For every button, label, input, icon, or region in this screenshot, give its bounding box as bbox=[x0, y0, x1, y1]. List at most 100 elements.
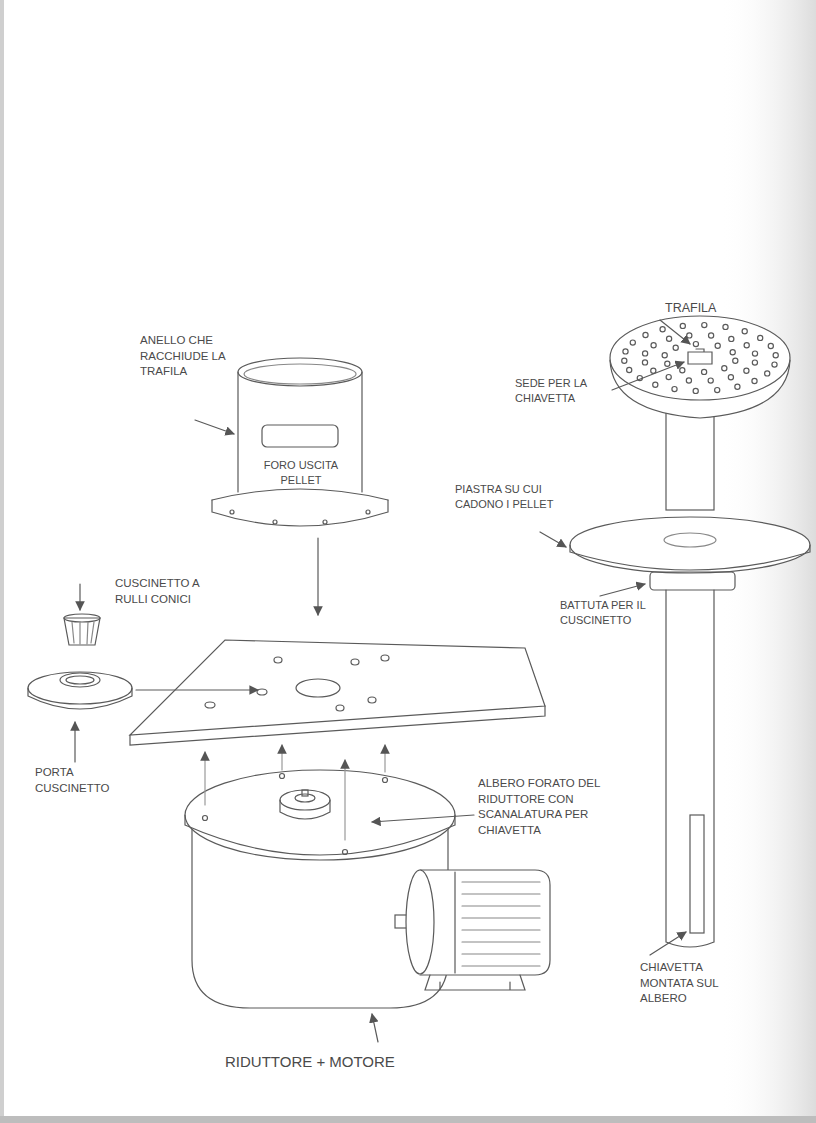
ring-top bbox=[238, 358, 362, 386]
ring-inner bbox=[244, 364, 356, 384]
die-hole bbox=[752, 360, 757, 365]
bolt-hole bbox=[383, 778, 388, 783]
bearing-holder bbox=[28, 672, 132, 704]
bolt-hole bbox=[203, 816, 208, 821]
assembly-arrow bbox=[384, 745, 385, 772]
die-hole bbox=[744, 343, 749, 348]
plate-hub bbox=[664, 533, 716, 547]
die-hole bbox=[693, 342, 698, 347]
leader-arrow bbox=[540, 532, 566, 547]
plate-hole bbox=[205, 702, 215, 708]
part-label: CHIAVETTA MONTATA SUL ALBERO bbox=[640, 960, 745, 1007]
key bbox=[690, 815, 704, 933]
key-seat bbox=[688, 349, 712, 364]
hollow-shaft-side bbox=[280, 800, 330, 819]
scan-edge bbox=[0, 0, 4, 1123]
die-hole bbox=[722, 366, 727, 371]
cooling-fins bbox=[462, 882, 540, 966]
bolt-hole bbox=[323, 520, 327, 524]
die-hole bbox=[752, 378, 757, 383]
die-hole bbox=[630, 340, 635, 345]
hollow-shaft bbox=[280, 790, 330, 810]
shaft bbox=[666, 590, 714, 947]
die-hole bbox=[772, 362, 777, 367]
base-plate-edge bbox=[130, 706, 545, 745]
die-hole bbox=[693, 388, 698, 393]
pellet-plate bbox=[570, 517, 810, 573]
die-hole bbox=[702, 369, 707, 374]
motor-feet bbox=[425, 975, 525, 990]
die-hole bbox=[758, 335, 763, 340]
bolt-hole bbox=[280, 774, 285, 779]
die-hole bbox=[765, 371, 770, 376]
die-hole bbox=[708, 378, 713, 383]
shaft-bore bbox=[295, 794, 315, 802]
die-hole bbox=[709, 333, 714, 338]
part-label: SEDE PER LA CHIAVETTA bbox=[515, 376, 615, 406]
assembly-arrow bbox=[281, 745, 282, 770]
leader-arrow bbox=[650, 932, 686, 955]
part-label: BATTUTA PER IL CUSCINETTO bbox=[560, 598, 650, 628]
pellet-window bbox=[262, 425, 338, 447]
assembly-arrow bbox=[317, 538, 318, 615]
motor-band bbox=[454, 872, 455, 973]
die-hole bbox=[673, 345, 678, 350]
part-label: CUSCINETTO A RULLI CONICI bbox=[115, 576, 215, 607]
assembly-arrow bbox=[344, 760, 345, 840]
leader-arrow bbox=[79, 584, 80, 610]
bearing-holder-edge bbox=[28, 688, 132, 709]
bearing-seat bbox=[60, 673, 100, 687]
pellet-plate-edge bbox=[570, 545, 810, 570]
die-hole bbox=[623, 349, 628, 354]
die-hole bbox=[627, 367, 632, 372]
leader-arrow bbox=[600, 584, 645, 596]
die-hole bbox=[702, 323, 707, 328]
die-hole bbox=[735, 384, 740, 389]
die-hole bbox=[768, 343, 773, 348]
leader-arrow bbox=[372, 815, 474, 822]
part-label: RIDUTTORE + MOTORE bbox=[225, 1052, 395, 1072]
die-hole bbox=[680, 323, 685, 328]
bearing-top bbox=[64, 614, 100, 622]
plate-hole bbox=[274, 657, 282, 663]
die-hole bbox=[660, 327, 665, 332]
die-hole bbox=[666, 375, 671, 380]
plate-hole bbox=[368, 697, 376, 703]
plate-hole bbox=[296, 679, 340, 697]
die-hole bbox=[752, 351, 757, 356]
bearing-seat bbox=[66, 676, 94, 684]
part-label: FORO USCITA PELLET bbox=[255, 458, 347, 488]
plate-hole bbox=[381, 655, 389, 661]
scan-edge bbox=[0, 1116, 816, 1123]
bolt-hole bbox=[366, 510, 370, 514]
die-hole bbox=[622, 358, 627, 363]
die-hole bbox=[687, 333, 692, 338]
gearbox-flange-edge bbox=[185, 815, 455, 855]
motor-face bbox=[406, 870, 434, 974]
pencil-group bbox=[28, 316, 810, 1042]
flange-edge bbox=[212, 500, 388, 526]
leader-arrow bbox=[372, 1014, 378, 1042]
die-hole bbox=[723, 324, 728, 329]
assembly-arrow bbox=[204, 752, 205, 805]
die-hole bbox=[653, 382, 658, 387]
die-hole bbox=[651, 343, 656, 348]
plate-hole bbox=[336, 705, 344, 711]
bearing-shoulder bbox=[650, 572, 735, 590]
die-hole bbox=[715, 388, 720, 393]
die-hole bbox=[742, 329, 747, 334]
bolt-hole bbox=[230, 510, 234, 514]
leader-arrow bbox=[612, 362, 684, 390]
bearing-rollers bbox=[72, 622, 94, 644]
part-label: PIASTRA SU CUI CADONO I PELLET bbox=[455, 482, 555, 512]
die-hole bbox=[733, 358, 738, 363]
motor-body bbox=[420, 870, 550, 975]
die-hole bbox=[730, 350, 735, 355]
part-label: ALBERO FORATO DEL RIDUTTORE CON SCANALAT… bbox=[478, 776, 613, 838]
die-hole bbox=[662, 353, 667, 358]
die-holes bbox=[622, 323, 779, 394]
gearbox-flange bbox=[185, 770, 455, 860]
leader-arrow bbox=[74, 722, 75, 762]
keyway bbox=[302, 790, 308, 796]
